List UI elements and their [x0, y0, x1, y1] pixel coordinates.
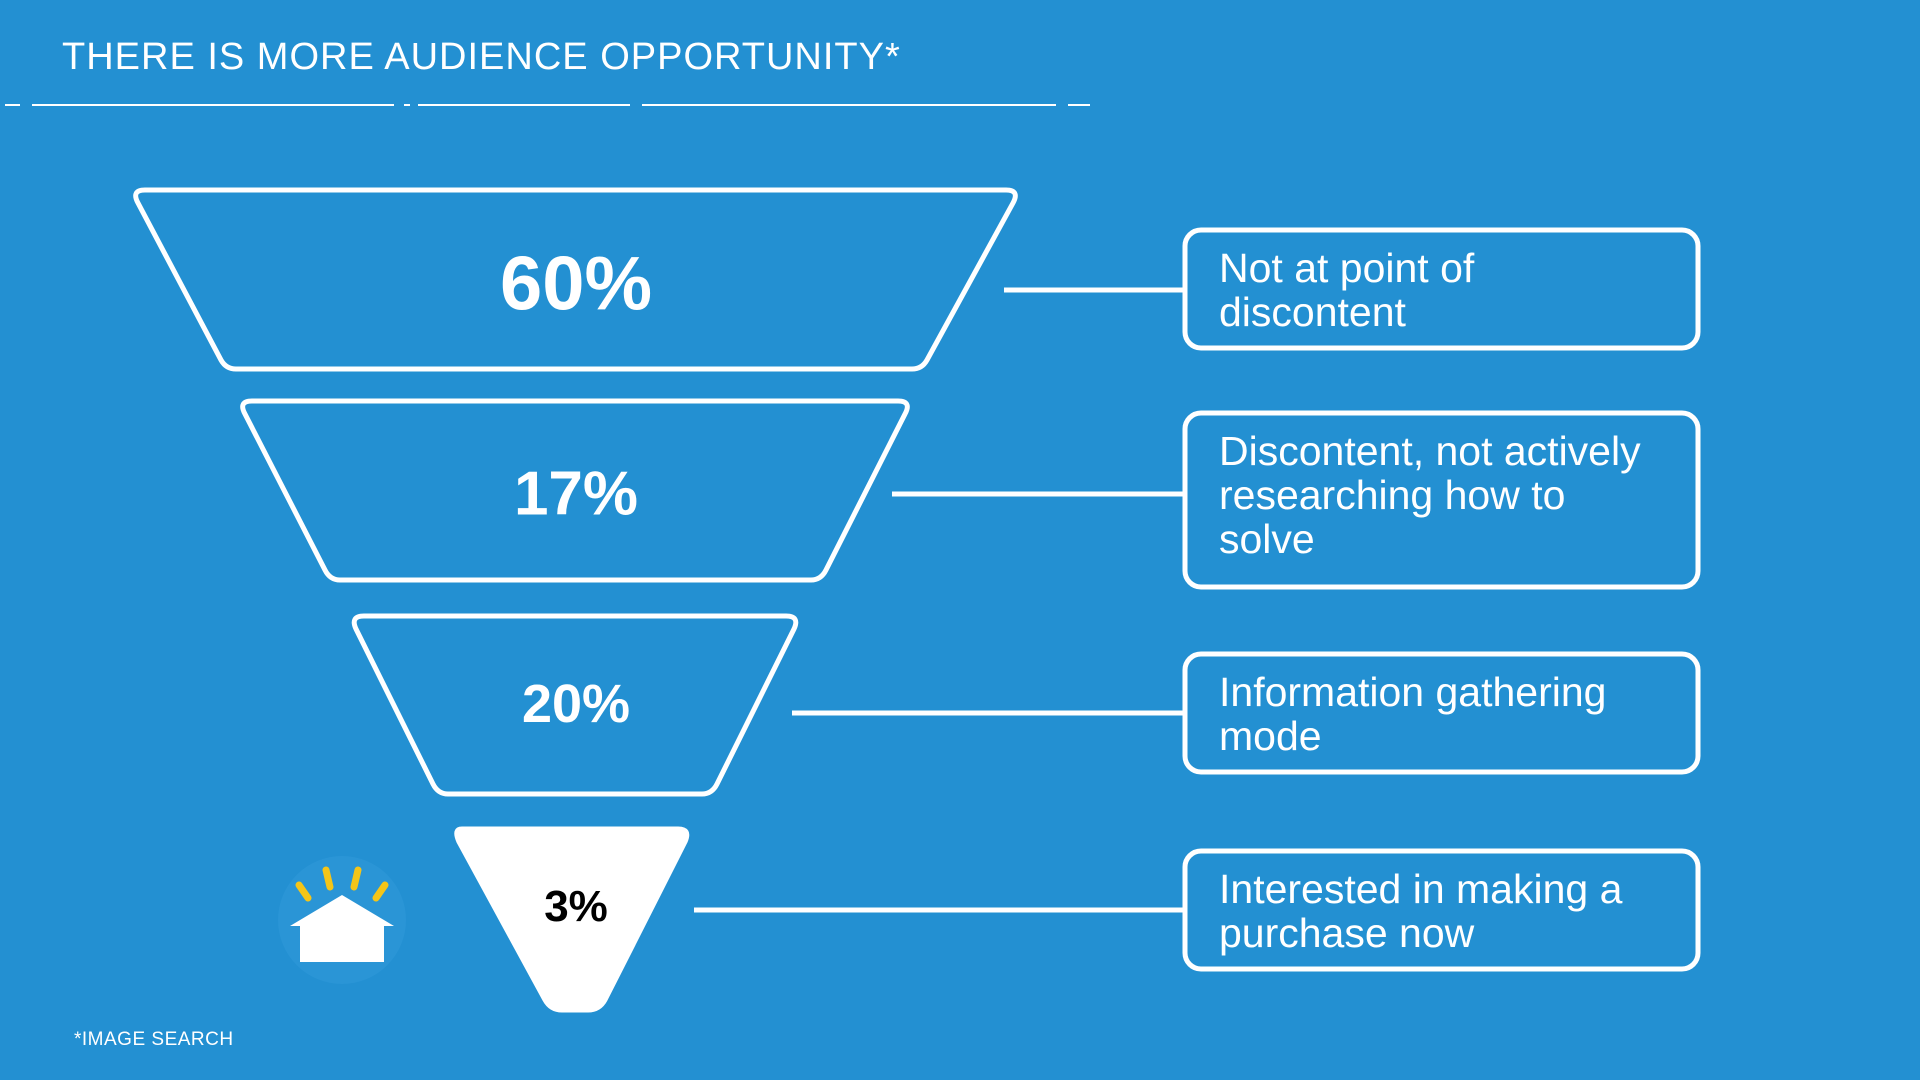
- funnel-segment-1: [133, 187, 1018, 372]
- funnel-value-2: 17%: [513, 459, 639, 529]
- funnel-value-4: 3%: [544, 882, 608, 931]
- funnel-segment-3: [351, 613, 799, 797]
- funnel-label-3: Information gathering mode: [1219, 669, 1607, 759]
- label-box-3: [1182, 651, 1701, 775]
- house-with-spark-icon: [278, 856, 406, 984]
- footnote: *IMAGE SEARCH: [74, 1029, 234, 1050]
- funnel-segment-2: [240, 398, 910, 583]
- funnel-value-3: 20%: [521, 674, 631, 734]
- funnel-value-1: 60%: [499, 241, 653, 327]
- label-box-1: [1182, 227, 1701, 351]
- label-box-2: [1182, 410, 1701, 590]
- funnel-label-2: Discontent, not actively researching how…: [1219, 428, 1641, 562]
- funnel-label-4: Interested in making a purchase now: [1219, 866, 1623, 956]
- funnel-label-1: Not at point of discontent: [1219, 245, 1475, 335]
- funnel-segment-4: [454, 826, 690, 1013]
- page-title: THERE IS MORE AUDIENCE OPPORTUNITY*: [62, 36, 901, 78]
- title-underline: [5, 104, 1090, 106]
- label-box-4: [1182, 848, 1701, 972]
